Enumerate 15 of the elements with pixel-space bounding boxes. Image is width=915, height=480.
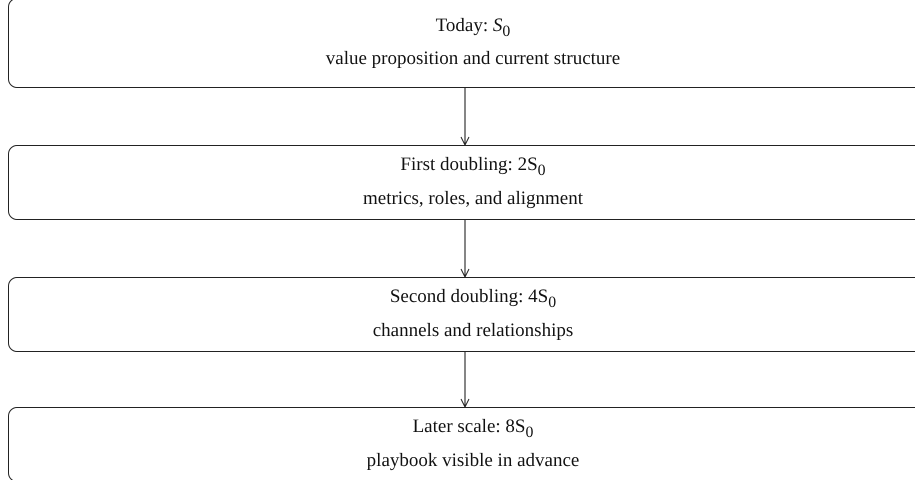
process-box [8, 277, 915, 352]
stage-description: channels and relationships [372, 320, 574, 342]
process-box [8, 0, 915, 88]
stage-heading: Later scale: 8S$_{0}$ [412, 417, 534, 442]
stage-heading: Today: S$_{0}$ [436, 16, 510, 40]
process-box [8, 407, 915, 480]
arrow [460, 88, 470, 146]
process-box [8, 145, 915, 220]
arrow [460, 352, 470, 408]
stage-heading: Second doubling: 4S$_{0}$ [390, 287, 556, 312]
stage-heading: First doubling: 2S$_{0}$ [400, 155, 546, 180]
stage-description: value proposition and current structure [326, 49, 620, 70]
arrow [460, 220, 470, 278]
stage-description: playbook visible in advance [366, 450, 580, 472]
stage-description: metrics, roles, and alignment [362, 188, 584, 210]
